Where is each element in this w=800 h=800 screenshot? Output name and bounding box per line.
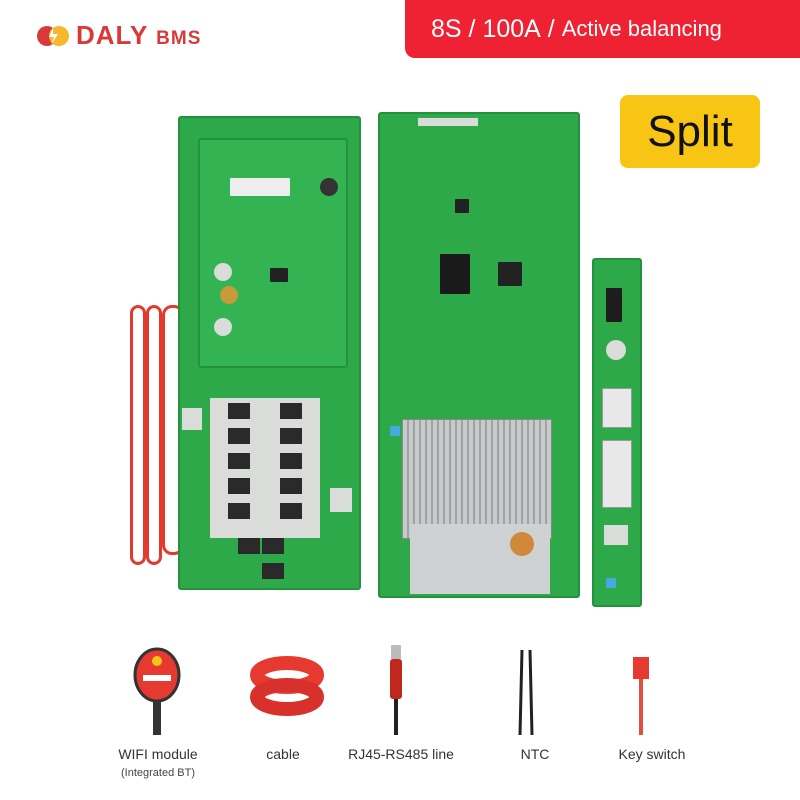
- split-badge: Split: [620, 95, 760, 168]
- ribbon-cable-icon: [250, 656, 324, 716]
- brand-logo: DALY BMS: [36, 20, 201, 51]
- rj45-port: [602, 440, 632, 508]
- spec-banner: 8S / 100A / Active balancing: [405, 0, 800, 58]
- main-board-left: [178, 116, 361, 590]
- separator: /: [547, 14, 555, 43]
- accessory-label-ntc: NTC: [520, 746, 550, 762]
- ntc-sensor-icon: [518, 649, 534, 735]
- accessory-label-cable: cable: [266, 746, 300, 762]
- daly-logo-icon: [37, 25, 69, 46]
- accessory-sublabel-wifi: (Integrated BT): [121, 767, 195, 779]
- main-board-center: [378, 112, 580, 598]
- spec-cells: 8S: [431, 14, 462, 43]
- spec-feature: Active balancing: [561, 16, 722, 41]
- rj45-port: [602, 388, 632, 428]
- accessory-label-wifi: WIFI module: [118, 746, 198, 762]
- brand-name: DALY BMS: [76, 20, 202, 50]
- accessory-label-rs485: RJ45-RS485 line: [348, 746, 454, 762]
- wifi-module-icon: [133, 647, 181, 735]
- key-switch-icon: [633, 657, 649, 735]
- heatsink: [402, 419, 552, 539]
- separator: /: [468, 14, 476, 43]
- accessory-label-key-switch: Key switch: [618, 746, 686, 762]
- usb-cable-icon: [390, 645, 402, 735]
- interface-board: [592, 258, 642, 607]
- spec-current: 100A: [482, 14, 541, 43]
